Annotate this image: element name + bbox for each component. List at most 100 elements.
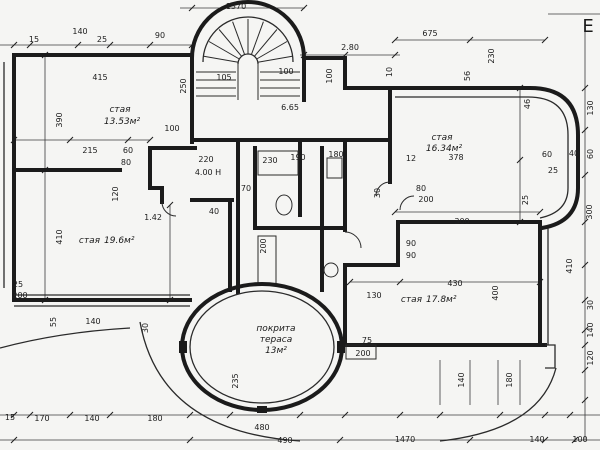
dimension-label: 430	[447, 279, 462, 288]
dimension-label: 12	[406, 154, 416, 163]
dimension-label: 55	[49, 317, 58, 327]
dimension-label: 60	[586, 149, 595, 159]
dimension-label: 30	[141, 323, 150, 333]
dimension-label: 100	[278, 67, 293, 76]
dimension-tick	[10, 41, 18, 49]
dimension-tick	[541, 36, 549, 44]
stair-outer-wall	[190, 0, 306, 102]
door-swing	[161, 201, 177, 217]
stair-tread	[218, 29, 242, 57]
toilet	[323, 262, 339, 278]
dimension-label: 2.80	[341, 43, 359, 52]
dimension-label: 250	[179, 78, 188, 93]
terrace-door-frame	[345, 344, 377, 360]
dimension-tick	[581, 296, 589, 304]
terrace-column	[179, 341, 187, 353]
dimension-tick	[581, 366, 589, 374]
dimension-label: 200	[418, 195, 433, 204]
dimension-label: 140	[72, 27, 87, 36]
dimension-tick	[466, 436, 474, 444]
wall-right-bay	[343, 86, 580, 231]
dimension-tick	[186, 436, 194, 444]
dimension-tick	[566, 411, 574, 419]
dimension-tick	[581, 396, 589, 404]
bay-window-line	[395, 96, 569, 219]
dimension-label: 90	[406, 251, 416, 260]
dimension-tick	[391, 36, 399, 44]
dimension-label: 410	[55, 229, 64, 244]
dimension-tick	[146, 136, 154, 144]
dimension-tick	[541, 411, 549, 419]
dimension-tick	[396, 278, 404, 286]
dimension-label: 400	[491, 285, 500, 300]
dimension-label: 15	[29, 35, 39, 44]
dimension-label: 90	[155, 31, 165, 40]
dimension-label: 215	[82, 146, 97, 155]
dimension-tick	[581, 341, 589, 349]
dimension-label: 675	[422, 29, 437, 38]
dimension-label: 30	[586, 300, 595, 310]
dimension-label: 1470	[395, 435, 415, 444]
dimension-label: 140	[586, 322, 595, 337]
balcony-curve-left	[0, 327, 131, 349]
dimension-label: 490	[277, 436, 292, 445]
dimension-label: 30	[373, 188, 382, 198]
dimension-label: 1370	[226, 2, 246, 11]
dimension-label: 140	[457, 372, 466, 387]
dimension-tick	[541, 436, 549, 444]
terrace-name-line-2: тераса	[260, 335, 292, 345]
terrace-inner-line	[189, 290, 335, 404]
bathtub	[257, 150, 299, 176]
terrace-column	[257, 406, 267, 413]
dimension-tick	[581, 218, 589, 226]
walls	[3, 53, 580, 369]
room-labels: стая 13.53м² стая 19.6м² стая 16.34м² ст…	[79, 105, 463, 356]
dimension-label: 6.65	[281, 103, 299, 112]
dimension-tick	[124, 136, 132, 144]
dimension-label: 90	[406, 239, 416, 248]
dimension-tick	[106, 41, 114, 49]
dimension-tick	[571, 436, 579, 444]
dimension-tick	[396, 411, 404, 419]
sheet-mark-letter: Е	[582, 16, 593, 37]
terrace-outer-wall	[180, 282, 344, 412]
dimension-label: 170	[34, 414, 49, 423]
dimension-tick	[186, 411, 194, 419]
dimension-label: 180	[147, 414, 162, 423]
dimension-label: 4.00 H	[195, 168, 221, 177]
stair-tread	[257, 55, 293, 63]
dimension-tick	[26, 411, 34, 419]
dimension-tick	[581, 84, 589, 92]
dimension-label: 25	[13, 280, 23, 289]
toilet	[275, 194, 293, 216]
dimension-tick	[336, 436, 344, 444]
terrace-name-line-1: покрита	[256, 324, 295, 334]
dimension-label: 25	[548, 166, 558, 175]
wall-hall-step	[148, 146, 164, 204]
dimension-label: 25	[97, 35, 107, 44]
dimension-tick	[496, 411, 504, 419]
dimension-label: 480	[254, 423, 269, 432]
terrace-area: 13м²	[265, 346, 287, 356]
dimension-label: 25	[521, 195, 530, 205]
dimension-tick	[581, 261, 589, 269]
dimension-label: 60	[123, 146, 133, 155]
dimension-tick	[536, 208, 544, 216]
room-bottom-right-name: стая	[401, 295, 423, 305]
room-top-left-area: 13.53м²	[104, 117, 141, 127]
stair-tread	[208, 41, 240, 60]
dimension-label: 100	[164, 124, 179, 133]
dimension-tick	[516, 156, 524, 164]
dimension-label: 200	[259, 238, 268, 253]
stair-inner-arc	[202, 16, 294, 63]
dimension-tick	[226, 411, 234, 419]
dimension-label: 130	[586, 100, 595, 115]
room-left-name: стая	[79, 236, 101, 246]
dimension-label: 200	[12, 291, 27, 300]
door-swing	[344, 231, 362, 249]
dimension-label: 120	[111, 186, 120, 201]
dimension-label: 46	[523, 99, 532, 109]
dimension-tick	[300, 4, 308, 12]
dimension-tick	[391, 51, 399, 59]
